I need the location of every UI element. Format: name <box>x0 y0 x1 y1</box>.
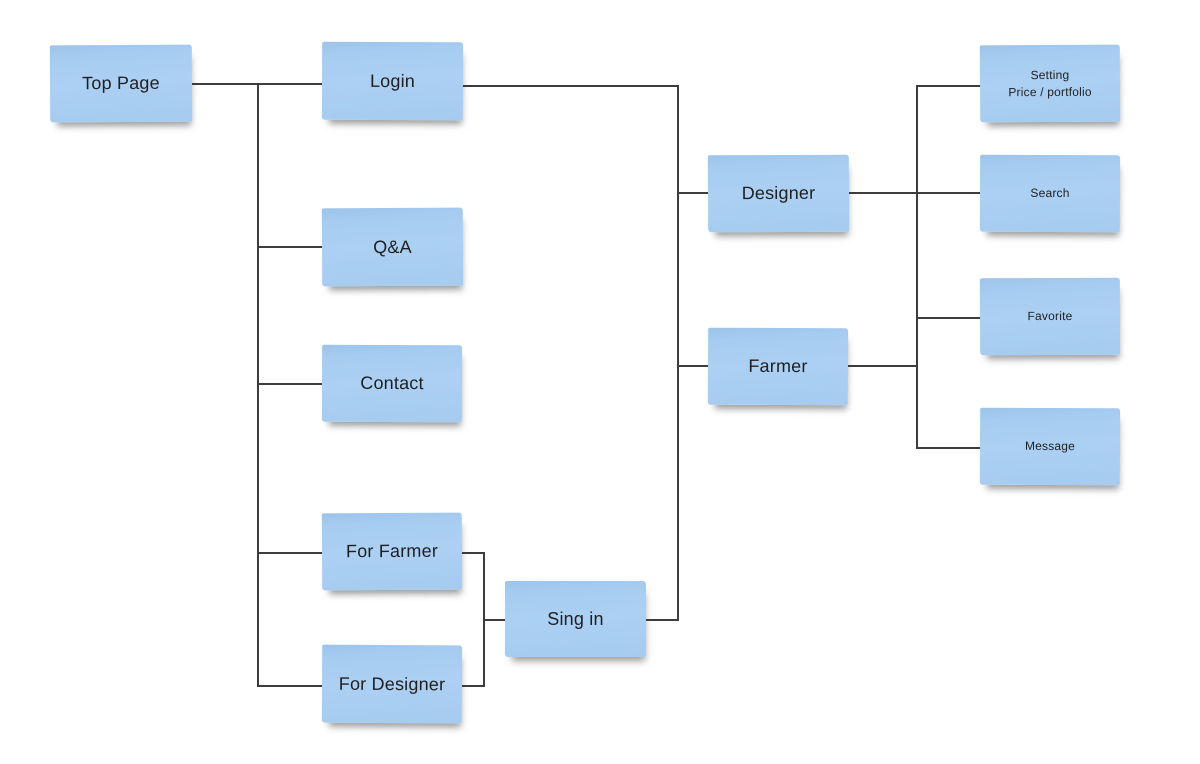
connector-for-farmer-to-mid <box>461 552 485 554</box>
sticky-note-setting-price-portfolio[interactable]: Setting Price / portfolio <box>979 44 1121 123</box>
sticky-note-label: Setting Price / portfolio <box>1008 68 1092 99</box>
sticky-note-designer[interactable]: Designer <box>707 154 850 233</box>
connector-trunk-to-setting <box>916 85 981 87</box>
sticky-note-farmer[interactable]: Farmer <box>707 327 849 406</box>
sticky-note-label: Search <box>1030 186 1070 201</box>
sticky-note-label: For Farmer <box>345 541 439 562</box>
connector-trunk-to-for-designer <box>257 685 323 687</box>
sticky-note-message[interactable]: Message <box>979 407 1121 486</box>
connector-trunk-to-for-farmer <box>257 552 323 554</box>
sticky-note-label: Contact <box>360 373 424 394</box>
sticky-note-label: Farmer <box>748 356 808 377</box>
sticky-note-top-page[interactable]: Top Page <box>49 44 193 123</box>
sticky-note-login[interactable]: Login <box>321 41 464 121</box>
sticky-note-label: For Designer <box>338 673 446 695</box>
sticky-note-qa[interactable]: Q&A <box>321 207 464 287</box>
connector-trunk-to-favorite <box>916 317 981 319</box>
sticky-note-sing-in[interactable]: Sing in <box>505 581 646 657</box>
connector-for-designer-to-mid <box>461 685 485 687</box>
sticky-note-favorite[interactable]: Favorite <box>979 277 1121 356</box>
connector-center-trunk <box>677 85 679 621</box>
sticky-note-label: Login <box>369 70 416 91</box>
sticky-note-label: Favorite <box>1027 309 1073 324</box>
connector-mid-to-sing-in <box>483 619 506 621</box>
connector-designer-to-search <box>848 192 981 194</box>
sticky-note-contact[interactable]: Contact <box>321 344 463 423</box>
connector-farmer-to-right-trunk <box>847 365 918 367</box>
connector-sing-in-to-center <box>645 619 679 621</box>
sticky-note-search[interactable]: Search <box>979 154 1121 233</box>
connector-right-trunk <box>916 85 918 449</box>
connector-trunk-to-message <box>916 447 981 449</box>
sticky-note-label: Designer <box>741 183 816 204</box>
sticky-note-label: Top Page <box>82 73 160 94</box>
connector-login-to-center-trunk <box>462 85 679 87</box>
connector-trunk-to-qa <box>257 246 323 248</box>
connector-left-trunk <box>257 83 259 687</box>
connector-trunk-to-contact <box>257 383 323 385</box>
connector-center-to-designer <box>677 192 709 194</box>
sticky-note-label: Q&A <box>373 236 412 257</box>
connector-center-to-farmer <box>677 365 709 367</box>
sticky-note-label: Sing in <box>547 608 604 629</box>
sticky-note-for-farmer[interactable]: For Farmer <box>321 512 463 591</box>
sticky-note-label: Message <box>1024 439 1076 454</box>
sticky-note-for-designer[interactable]: For Designer <box>321 644 463 724</box>
